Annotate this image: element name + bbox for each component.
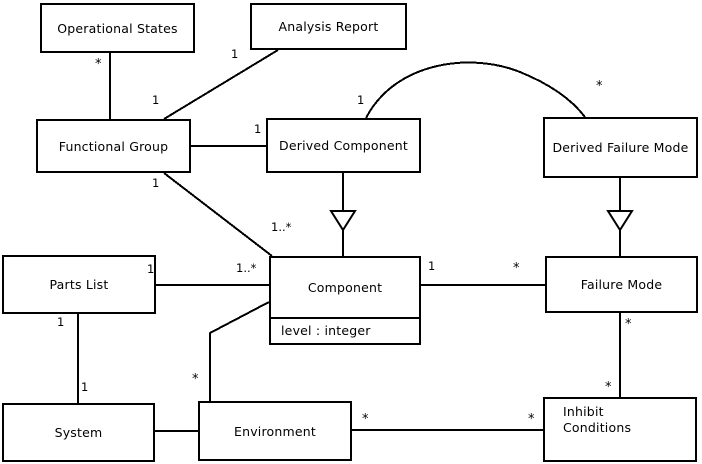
multiplicity-component-left: 1..* <box>236 261 257 275</box>
class-name-inhibit-conditions: Inhibit Conditions <box>563 404 632 435</box>
class-attribute-component-level: level : integer <box>271 317 419 343</box>
multiplicity-parts-list-right: 1 <box>147 262 155 276</box>
multiplicity-failure-mode-bottom: * <box>625 317 632 332</box>
edge-component-environment <box>209 301 270 401</box>
generalization-triangle-failure-mode <box>606 210 634 232</box>
multiplicity-failure-mode-left: * <box>513 261 520 276</box>
class-name-derived-component: Derived Component <box>279 138 408 153</box>
class-box-inhibit-conditions[interactable]: Inhibit Conditions <box>543 397 697 462</box>
edge-functional-group-component <box>163 172 273 257</box>
class-name-operational-states: Operational States <box>57 20 178 36</box>
multiplicity-parts-list-bottom: 1 <box>57 315 65 329</box>
class-name-functional-group: Functional Group <box>58 138 169 154</box>
class-name-derived-failure-mode: Derived Failure Mode <box>552 140 689 155</box>
class-name-environment: Environment <box>233 423 317 439</box>
multiplicity-analysis-report-functional-group: 1 <box>231 47 239 61</box>
multiplicity-component-right: 1 <box>428 259 436 273</box>
multiplicity-environment-top: * <box>192 372 199 387</box>
multiplicity-environment-right: * <box>362 412 369 427</box>
class-name-system: System <box>54 425 103 440</box>
class-box-analysis-report[interactable]: Analysis Report <box>250 3 407 50</box>
multiplicity-derived-failure-mode-curve: * <box>596 79 603 94</box>
multiplicity-component-top-left: 1..* <box>271 220 292 234</box>
edge-analysis-report-functional-group <box>163 49 279 120</box>
class-box-derived-component[interactable]: Derived Component <box>266 118 421 173</box>
class-box-system[interactable]: System <box>2 403 155 462</box>
class-name-analysis-report: Analysis Report <box>278 19 379 34</box>
multiplicity-derived-component-curve: 1 <box>357 93 365 107</box>
multiplicity-inhibit-conditions-left: * <box>528 412 535 427</box>
edge-derived-component-derived-failure-mode <box>365 61 586 119</box>
class-box-failure-mode[interactable]: Failure Mode <box>545 256 698 313</box>
class-box-operational-states[interactable]: Operational States <box>40 3 195 53</box>
multiplicity-inhibit-conditions-top: * <box>605 380 612 395</box>
class-box-parts-list[interactable]: Parts List <box>2 255 156 314</box>
multiplicity-functional-group-derived-component: 1 <box>254 122 262 136</box>
class-box-component[interactable]: Component level : integer <box>269 256 421 345</box>
class-box-functional-group[interactable]: Functional Group <box>36 119 191 173</box>
generalization-triangle-component <box>329 210 357 232</box>
class-name-parts-list: Parts List <box>49 277 109 292</box>
multiplicity-functional-group-bottom: 1 <box>152 176 160 190</box>
class-name-component: Component <box>307 280 383 295</box>
multiplicity-system-top: 1 <box>81 380 89 394</box>
class-box-environment[interactable]: Environment <box>198 401 352 461</box>
class-box-derived-failure-mode[interactable]: Derived Failure Mode <box>543 117 698 178</box>
multiplicity-operational-states-functional-group: * <box>95 57 102 72</box>
class-name-failure-mode: Failure Mode <box>580 277 663 292</box>
multiplicity-functional-group-top: 1 <box>152 93 160 107</box>
